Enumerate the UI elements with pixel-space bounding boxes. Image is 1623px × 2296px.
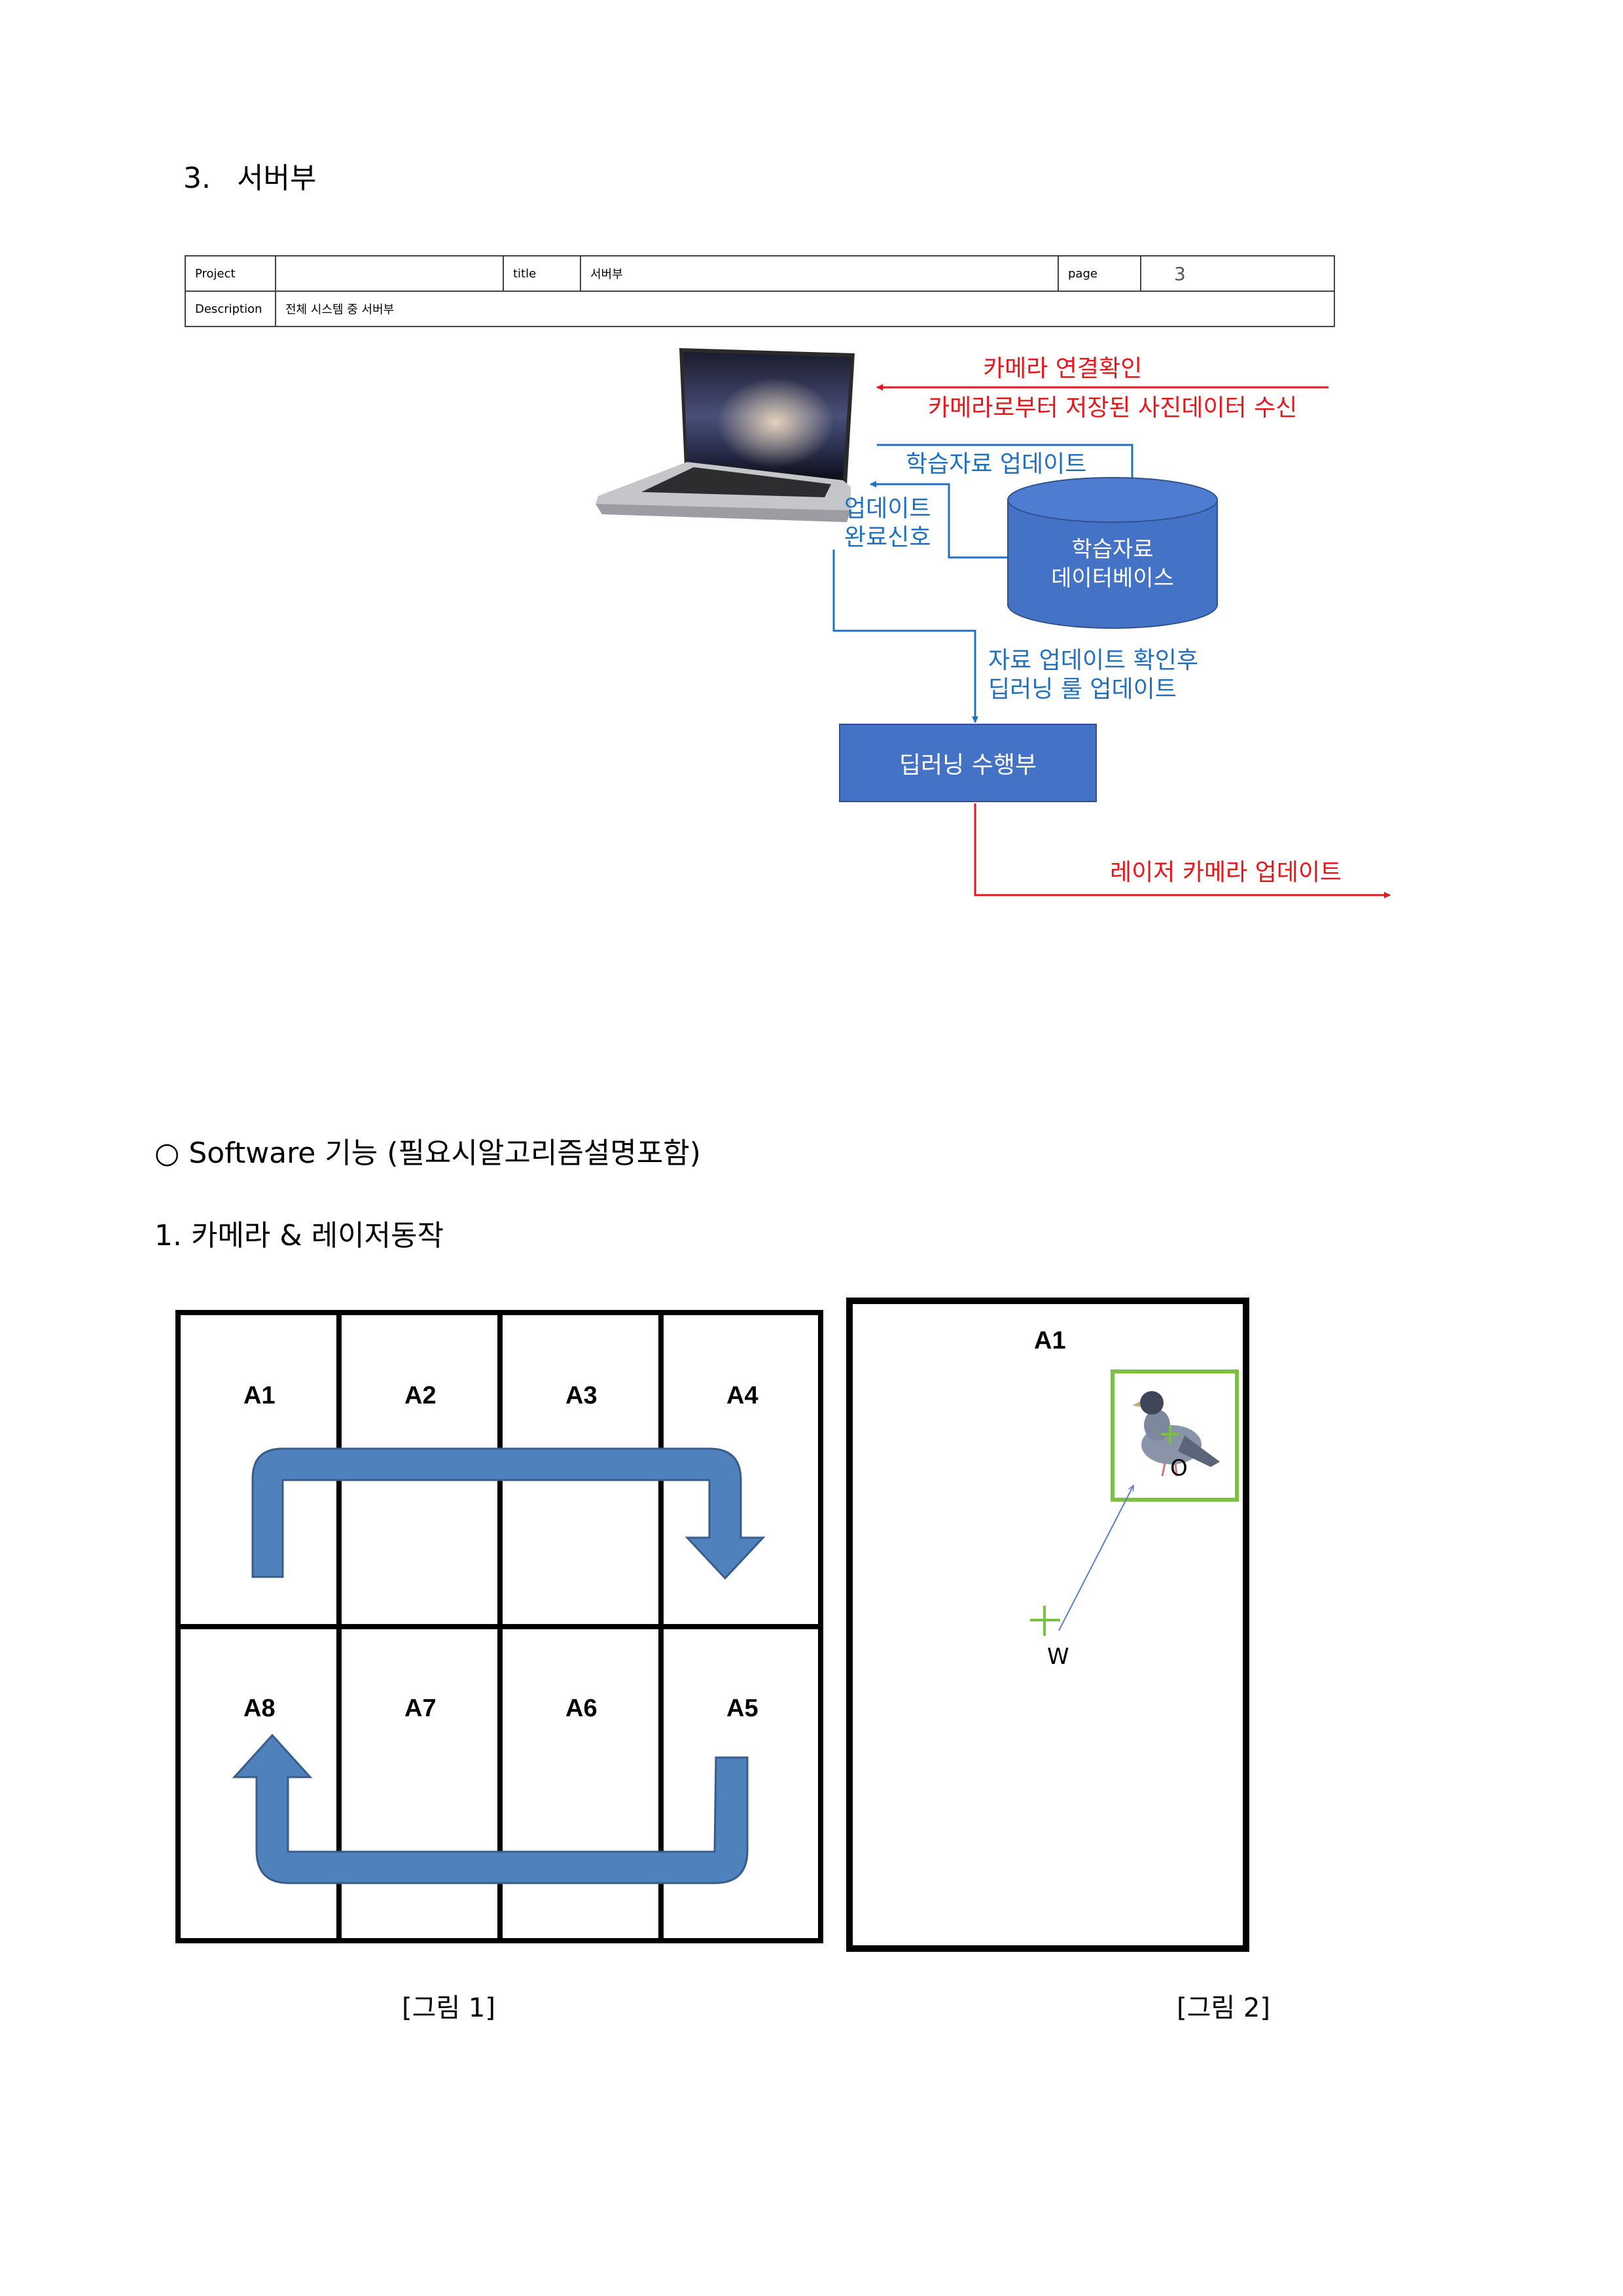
camera-laser-heading: 1. 카메라 & 레이저동작 bbox=[154, 1219, 444, 1252]
section-title: 3. 서버부 bbox=[183, 154, 316, 196]
laser-direction-arrow bbox=[1058, 1485, 1134, 1631]
figure2-area-label: A1 bbox=[1034, 1327, 1066, 1354]
cell-label-a5: A5 bbox=[726, 1695, 758, 1722]
cell-label-a7: A7 bbox=[404, 1695, 437, 1722]
figure2-caption: [그림 2] bbox=[1177, 1993, 1270, 2023]
page-value: 3 bbox=[1140, 255, 1335, 292]
camera-data-label: 카메라로부터 저장된 사진데이터 수신 bbox=[928, 395, 1298, 421]
rule-update-arrow bbox=[832, 550, 978, 723]
point-o-label: O bbox=[1170, 1455, 1188, 1481]
cell-label-a1: A1 bbox=[243, 1382, 276, 1409]
server-diagram-connectors bbox=[832, 384, 1391, 898]
figure2-frame bbox=[846, 1298, 1249, 1952]
cell-label-a4: A4 bbox=[726, 1382, 758, 1409]
done-signal-line-1: 업데이트 bbox=[844, 495, 931, 522]
section-number: 3. bbox=[183, 162, 211, 195]
laptop-image bbox=[596, 348, 855, 522]
rule-update-label: 자료 업데이트 확인후 딥러닝 룰 업데이트 bbox=[988, 646, 1198, 704]
database-label: 학습자료 데이터베이스 bbox=[1007, 535, 1219, 593]
database-label-line-2: 데이터베이스 bbox=[1051, 565, 1174, 592]
description-label: Description bbox=[185, 291, 276, 327]
title-value: 서버부 bbox=[580, 255, 1059, 292]
project-value bbox=[275, 255, 504, 292]
title-label: title bbox=[503, 255, 581, 292]
bottom-path-arrow bbox=[232, 1733, 749, 1884]
figure1-caption: [그림 1] bbox=[402, 1993, 495, 2023]
cell-label-a6: A6 bbox=[565, 1695, 597, 1722]
rule-update-line-1: 자료 업데이트 확인후 bbox=[988, 647, 1198, 674]
laser-update-label: 레이저 카메라 업데이트 bbox=[1110, 859, 1342, 886]
database-label-line-1: 학습자료 bbox=[1071, 537, 1154, 563]
figure1-grid bbox=[175, 1310, 823, 1943]
deep-learning-box: 딥러닝 수행부 bbox=[839, 724, 1097, 802]
meta-table: Project title 서버부 page 3 Description 전체 … bbox=[185, 255, 1335, 327]
done-signal-line-2: 완료신호 bbox=[844, 524, 931, 551]
laser-update-arrow bbox=[974, 804, 1391, 898]
section-title-text: 서버부 bbox=[236, 162, 317, 195]
description-value: 전체 시스템 중 서버부 bbox=[275, 291, 1335, 327]
cell-label-a8: A8 bbox=[243, 1695, 276, 1722]
software-heading: ○ Software 기능 (필요시알고리즘설명포함) bbox=[154, 1137, 701, 1170]
camera-connect-label: 카메라 연결확인 bbox=[983, 355, 1143, 382]
cell-label-a2: A2 bbox=[404, 1382, 437, 1409]
rule-update-line-2: 딥러닝 룰 업데이트 bbox=[988, 676, 1177, 703]
project-label: Project bbox=[185, 255, 276, 292]
top-path-arrow bbox=[251, 1447, 766, 1580]
update-label: 학습자료 업데이트 bbox=[906, 451, 1087, 478]
cell-label-a3: A3 bbox=[565, 1382, 597, 1409]
point-w-label: W bbox=[1047, 1644, 1069, 1670]
page-label: page bbox=[1058, 255, 1141, 292]
update-arrow bbox=[877, 444, 1135, 487]
done-signal-arrow bbox=[870, 481, 1029, 559]
database-cylinder bbox=[1007, 477, 1218, 629]
done-signal-label: 업데이트 완료신호 bbox=[844, 495, 931, 552]
